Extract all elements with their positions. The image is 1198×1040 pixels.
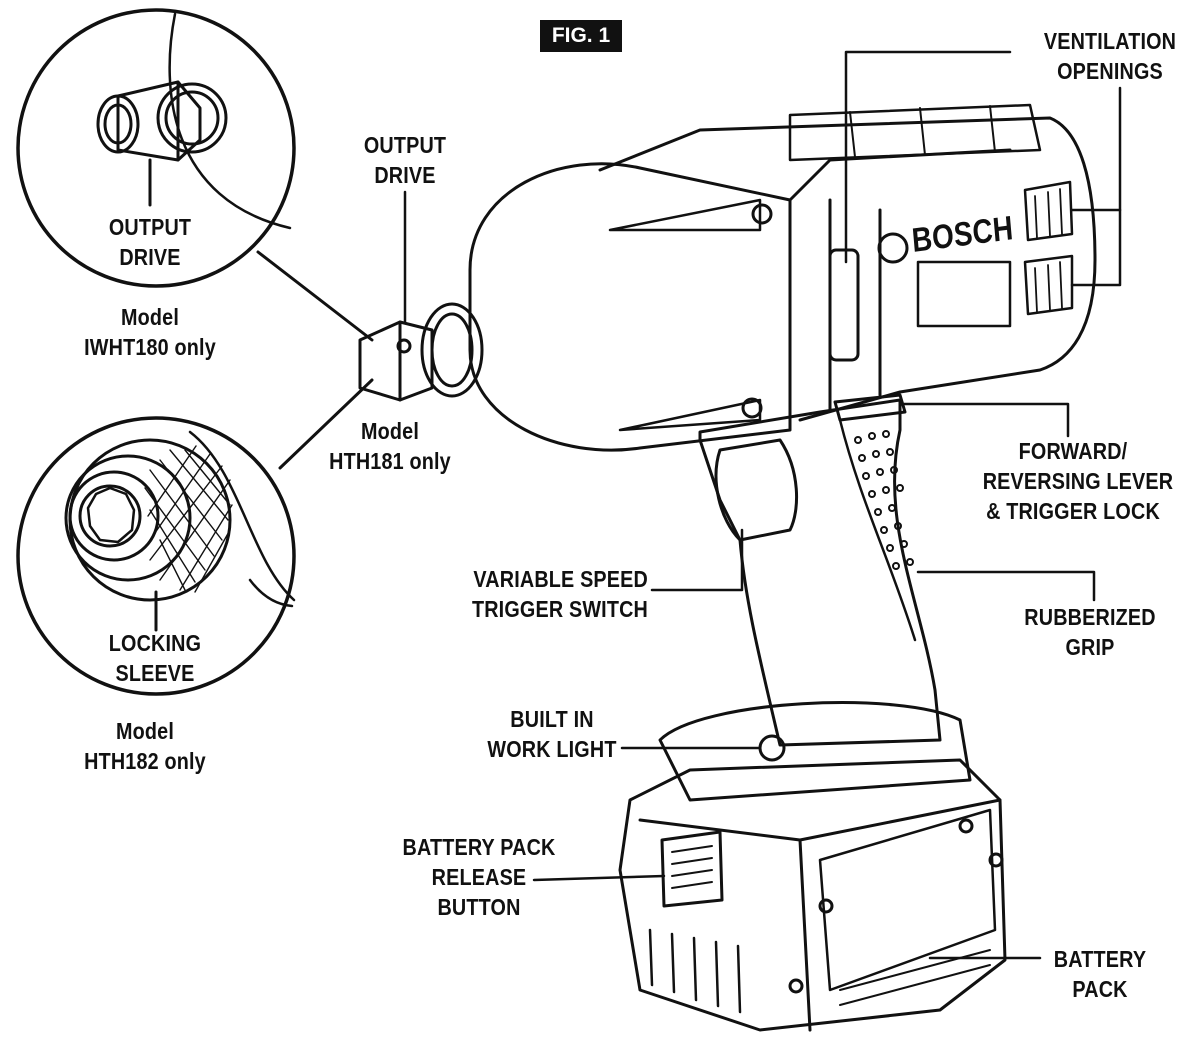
label-model-hth181: Model HTH181 only [329,418,451,474]
label-battery-release-button: BATTERY PACK RELEASE BUTTON [402,834,556,920]
leader-forward-reverse [898,402,1070,438]
label-locking-sleeve: LOCKING SLEEVE [108,630,202,686]
grip-dots [854,430,914,570]
label-variable-speed-trigger: VARIABLE SPEED TRIGGER SWITCH [471,566,648,622]
label-output-drive-detail: OUTPUT DRIVE [108,214,192,270]
label-model-hth182: Model HTH182 only [84,718,206,774]
leader-grip [916,570,1096,602]
detail-circle-iwht180 [16,8,296,288]
connector-hth182 [278,378,374,470]
figure-badge: FIG. 1 [540,20,622,52]
label-ventilation-openings: VENTILATION OPENINGS [1043,28,1177,84]
leader-trigger [650,528,744,592]
label-output-drive-main: OUTPUT DRIVE [363,132,447,188]
tool-body [358,103,1097,1032]
label-battery-pack: BATTERY PACK [1053,946,1147,1002]
knurl-pattern [144,445,233,593]
leader-lines [403,50,1122,960]
label-forward-reversing-lever: FORWARD/ REVERSING LEVER & TRIGGER LOCK [982,438,1174,524]
leader-release [532,874,666,882]
label-work-light: BUILT IN WORK LIGHT [487,706,617,762]
connector-iwht180 [256,250,374,342]
label-rubberized-grip: RUBBERIZED GRIP [1024,604,1156,660]
leader-ventilation [844,50,1012,264]
leader-vent-bottom [1070,208,1122,287]
label-model-iwht180: Model IWHT180 only [84,304,216,360]
detail-circle-hth182 [16,416,296,696]
